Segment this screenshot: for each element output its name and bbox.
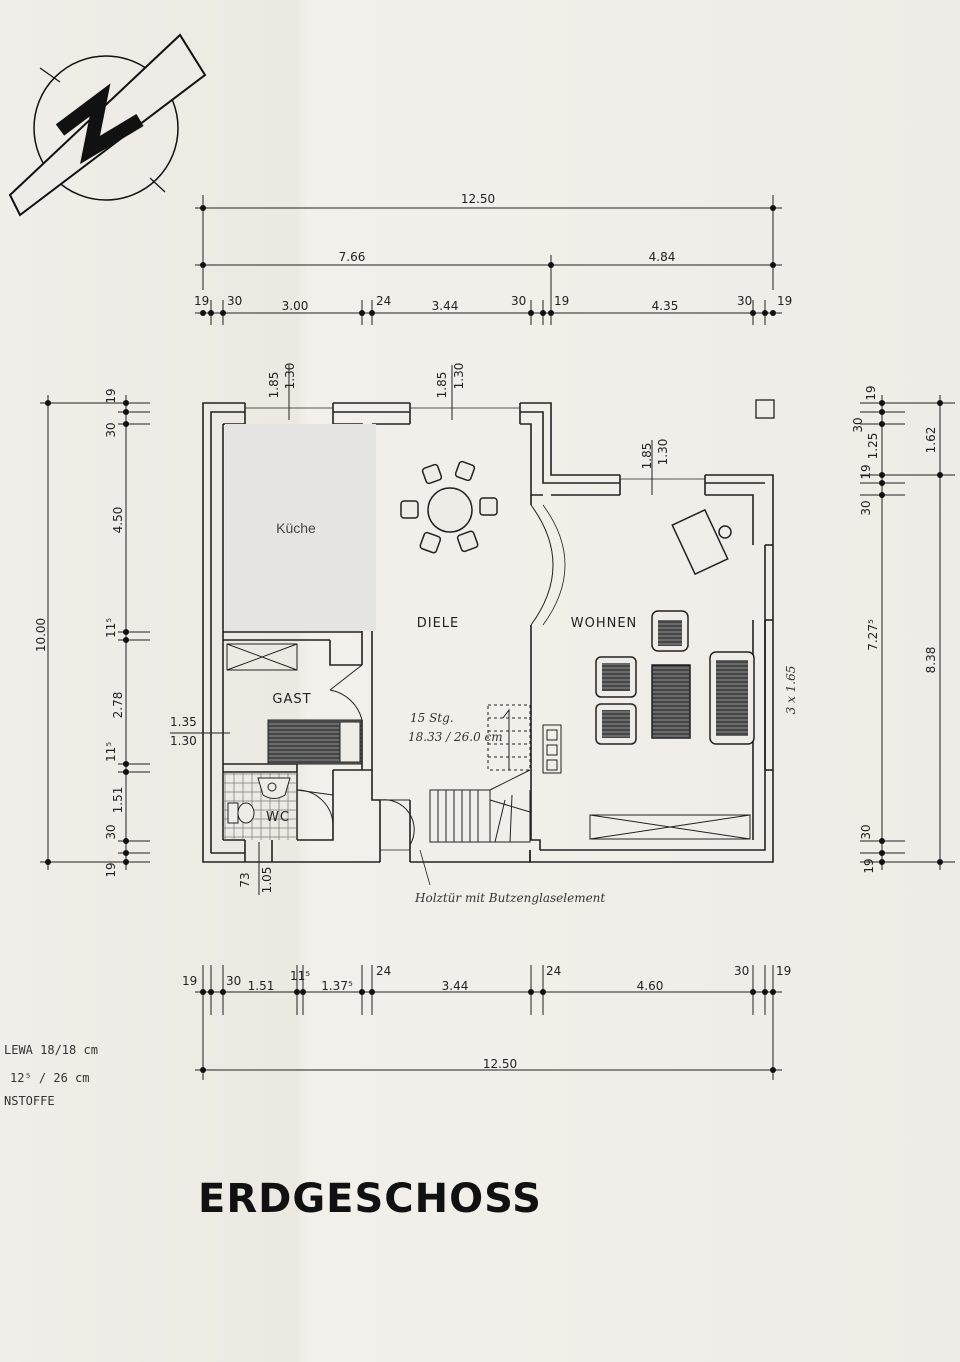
north-arrow-icon [8, 33, 207, 217]
dim-top-d10: 19 [777, 294, 792, 308]
entrance-door-note: Holztür mit Butzenglaselement [414, 891, 605, 905]
room-diele-label: DIELE [417, 616, 460, 631]
dim-left-d1: 19 [104, 388, 118, 403]
stair-ratio-label: 18.33 / 26.0 cm [408, 730, 503, 744]
dim-bottom-total: 12.50 [483, 1057, 517, 1071]
window-count-note: 3 x 1.65 [784, 666, 798, 715]
dim-left-d3: 4.50 [111, 507, 125, 534]
window-4-height-b: 1.30 [170, 734, 197, 748]
dim-bottom-d11: 19 [776, 964, 791, 978]
dim-left-d9: 19 [104, 862, 118, 877]
dimensions-left [40, 395, 150, 870]
dim-left-d8: 30 [104, 824, 118, 839]
dim-bottom-d8: 24 [546, 964, 561, 978]
dim-right-d2: 30 [851, 417, 865, 432]
dim-right-d3: 1.25 [866, 433, 880, 460]
note-line-2: 12⁵ / 26 cm [10, 1071, 89, 1085]
window-2-height-b: 1.30 [452, 363, 466, 390]
dim-top-d7: 19 [554, 294, 569, 308]
guest-wardrobe [226, 643, 298, 671]
door-swings [296, 504, 566, 846]
dim-right-d7: 30 [859, 824, 873, 839]
dining-table [400, 460, 498, 554]
dim-bottom-d5: 1.37⁵ [321, 979, 353, 993]
dim-right-d4: 19 [859, 464, 873, 479]
dim-left-d6: 11⁵ [104, 742, 118, 762]
dim-top-d9: 30 [737, 294, 752, 308]
dim-bottom-d9: 4.60 [637, 979, 664, 993]
room-kueche-label: Küche [276, 520, 316, 536]
dim-top-left: 7.66 [339, 250, 366, 264]
dim-right-d1: 19 [864, 385, 878, 400]
dim-top-right: 4.84 [649, 250, 676, 264]
dim-right-d5: 30 [859, 500, 873, 515]
dim-bottom-d2: 30 [226, 974, 241, 988]
stair-steps-label: 15 Stg. [410, 711, 454, 725]
stove [542, 724, 562, 774]
dim-left-d4: 11⁵ [104, 618, 118, 638]
staircase [429, 704, 531, 843]
window-4-height-a: 1.35 [170, 715, 197, 729]
dim-bottom-d6: 24 [376, 964, 391, 978]
wc-fixtures [227, 777, 291, 824]
dim-right-d6: 7.27⁵ [866, 619, 880, 651]
dim-bottom-d4: 11⁵ [290, 969, 310, 983]
dim-top-d8: 4.35 [652, 299, 679, 313]
dim-top-d5: 3.44 [432, 299, 459, 313]
kitchen-overlay [225, 424, 376, 631]
dim-bottom-d3: 1.51 [248, 979, 275, 993]
dim-bottom-d7: 3.44 [442, 979, 469, 993]
window-3-height-a: 1.85 [640, 443, 654, 470]
page-title: ERDGESCHOSS [198, 1176, 542, 1222]
dim-right-d8: 19 [862, 858, 876, 873]
wc-window-height-a: 73 [238, 872, 252, 887]
dim-bottom-d10: 30 [734, 964, 749, 978]
window-3-height-b: 1.30 [656, 439, 670, 466]
wc-window-height-b: 1.05 [260, 867, 274, 894]
dim-bottom-d1: 19 [182, 974, 197, 988]
window-1-height-b: 1.30 [283, 363, 297, 390]
dim-top-d3: 3.00 [282, 299, 309, 313]
sofa-group [595, 610, 755, 745]
dim-right-top: 1.62 [924, 427, 938, 454]
room-gast-label: GAST [272, 692, 311, 707]
window-1-height-a: 1.85 [267, 372, 281, 399]
dim-top-d1: 19 [194, 294, 209, 308]
room-wohnen-label: WOHNEN [571, 616, 638, 631]
desk [671, 508, 732, 576]
dim-top-d4: 24 [376, 294, 391, 308]
dim-left-d2: 30 [104, 422, 118, 437]
chimney-icon [755, 399, 775, 419]
dim-top-d2: 30 [227, 294, 242, 308]
window-2-height-a: 1.85 [435, 372, 449, 399]
room-wc-label: WC [266, 810, 290, 825]
dim-left-total: 10.00 [34, 618, 48, 652]
dim-left-d5: 2.78 [111, 692, 125, 719]
dim-top-total: 12.50 [461, 192, 495, 206]
dim-top-d6: 30 [511, 294, 526, 308]
guest-bed [267, 719, 363, 765]
note-line-3: NSTOFFE [4, 1094, 55, 1108]
sideboard [589, 814, 751, 840]
dim-right-main: 8.38 [924, 647, 938, 674]
dim-left-d7: 1.51 [111, 787, 125, 814]
note-line-1: LEWA 18/18 cm [4, 1043, 98, 1057]
